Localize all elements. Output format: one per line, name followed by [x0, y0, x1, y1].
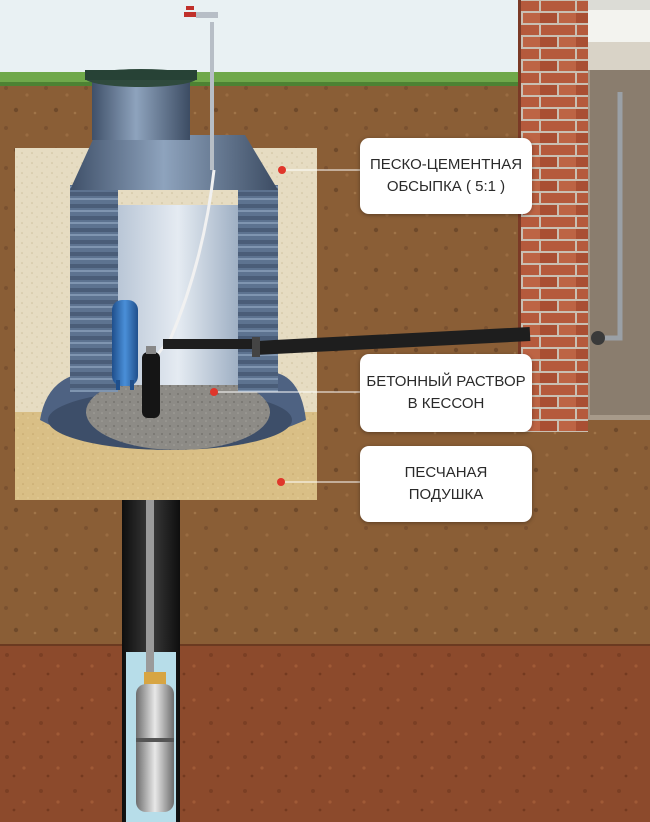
label-sand-cushion-line1: ПЕСЧАНАЯ — [405, 462, 488, 484]
clay-layer — [0, 645, 650, 822]
label-sand-cushion: ПЕСЧАНАЯ ПОДУШКА — [360, 446, 532, 522]
house-entry-fitting — [591, 331, 605, 345]
label-concrete-line1: БЕТОННЫЙ РАСТВОР — [366, 371, 525, 393]
label-sand-cement-line1: ПЕСКО-ЦЕМЕНТНАЯ — [370, 154, 522, 176]
submersible-pump-icon — [136, 672, 174, 812]
hydraulic-accumulator-icon — [112, 300, 138, 390]
label-sand-cement-backfill: ПЕСКО-ЦЕМЕНТНАЯ ОБСЫПКА ( 5:1 ) — [360, 138, 532, 214]
label-sand-cushion-line2: ПОДУШКА — [409, 484, 483, 506]
label-concrete-line2: В КЕССОН — [408, 393, 485, 415]
wellhead-fitting — [142, 352, 160, 418]
label-concrete-mortar: БЕТОННЫЙ РАСТВОР В КЕССОН — [360, 354, 532, 432]
label-sand-cement-line2: ОБСЫПКА ( 5:1 ) — [387, 176, 505, 198]
